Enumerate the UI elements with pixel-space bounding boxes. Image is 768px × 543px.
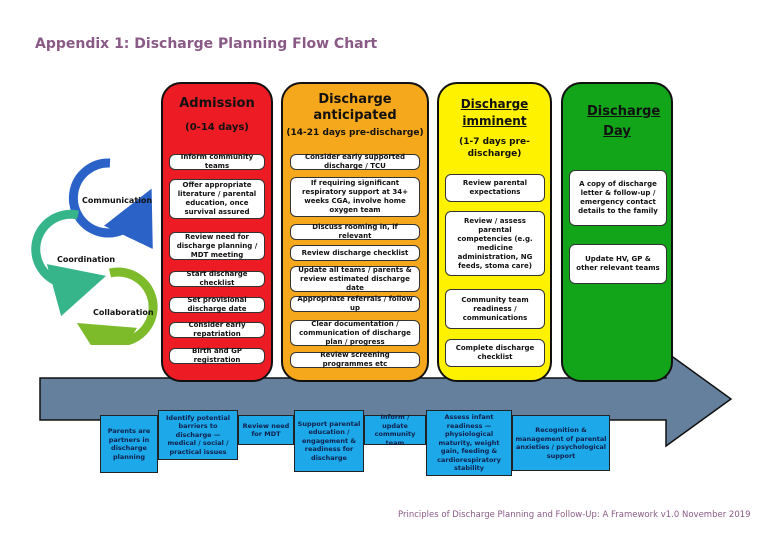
arrow-box: Identify potential barriers to discharge… — [158, 410, 238, 460]
column-heading: Discharge imminent — [460, 97, 529, 128]
column-admission: Admission (0-14 days) Inform community t… — [161, 82, 273, 382]
column-subheading: (1-7 days pre-discharge) — [459, 137, 530, 159]
cycle-label-coordination: Coordination — [57, 255, 116, 264]
imminent-item: Review / assess parental competencies (e… — [445, 211, 545, 276]
coordination-arc — [31, 209, 107, 317]
imminent-item: Community team readiness / communication… — [445, 289, 545, 329]
arrow-box: Assess infant readiness — physiological … — [426, 410, 512, 476]
page-title: Appendix 1: Discharge Planning Flow Char… — [35, 36, 378, 52]
anticipated-item: Appropriate referrals / follow up — [290, 295, 420, 312]
anticipated-item: Clear documentation / communication of d… — [290, 320, 420, 346]
anticipated-item: Review screening programmes etc — [290, 351, 420, 368]
admission-item: Review need for discharge planning / MDT… — [169, 232, 265, 260]
admission-item: Consider early repatriation — [169, 321, 265, 338]
arrow-box: Support parental education / engagement … — [294, 410, 364, 472]
anticipated-item: Review discharge checklist — [290, 245, 420, 261]
anticipated-item: Discuss rooming in, if relevant — [290, 223, 420, 240]
column-subheading: (0-14 days) — [185, 122, 249, 133]
imminent-item: Complete discharge checklist — [445, 339, 545, 367]
column-heading: Discharge Day — [587, 104, 661, 139]
column-subheading: (14-21 days pre-discharge) — [286, 128, 424, 138]
cycle-label-communication: Communication — [82, 196, 153, 205]
discharge-day-item: Update HV, GP & other relevant teams — [569, 244, 667, 284]
arrow-box: Parents are partners in discharge planni… — [100, 415, 158, 473]
anticipated-item: If requiring significant respiratory sup… — [290, 177, 420, 217]
admission-item: Offer appropriate literature / parental … — [169, 179, 265, 219]
arrow-box: Review need for MDT — [238, 415, 294, 445]
admission-item: Start discharge checklist — [169, 270, 265, 287]
admission-item: Inform community teams — [169, 153, 265, 170]
column-discharge-day: Discharge Day A copy of discharge letter… — [561, 82, 673, 382]
arrow-box: Recognition & management of parental anx… — [512, 415, 610, 471]
column-heading: Admission — [179, 96, 255, 111]
cycle-label-collaboration: Collaboration — [93, 308, 154, 317]
admission-item: Set provisional discharge date — [169, 296, 265, 313]
collaboration-arc — [76, 267, 158, 345]
communication-arc — [68, 158, 153, 250]
discharge-day-item: A copy of discharge letter & follow-up /… — [569, 170, 667, 226]
anticipated-item: Consider early supported discharge / TCU — [290, 153, 420, 170]
admission-item: Birth and GP registration — [169, 347, 265, 364]
column-discharge-anticipated: Discharge anticipated (14-21 days pre-di… — [281, 82, 429, 382]
column-heading: Discharge anticipated — [313, 92, 397, 123]
anticipated-item: Update all teams / parents & review esti… — [290, 266, 420, 292]
footer-text: Principles of Discharge Planning and Fol… — [398, 510, 751, 520]
imminent-item: Review parental expectations — [445, 174, 545, 202]
cycle-diagram — [31, 158, 158, 345]
column-discharge-imminent: Discharge imminent (1-7 days pre-dischar… — [437, 82, 552, 382]
arrow-box: Inform / update community team — [364, 413, 426, 447]
